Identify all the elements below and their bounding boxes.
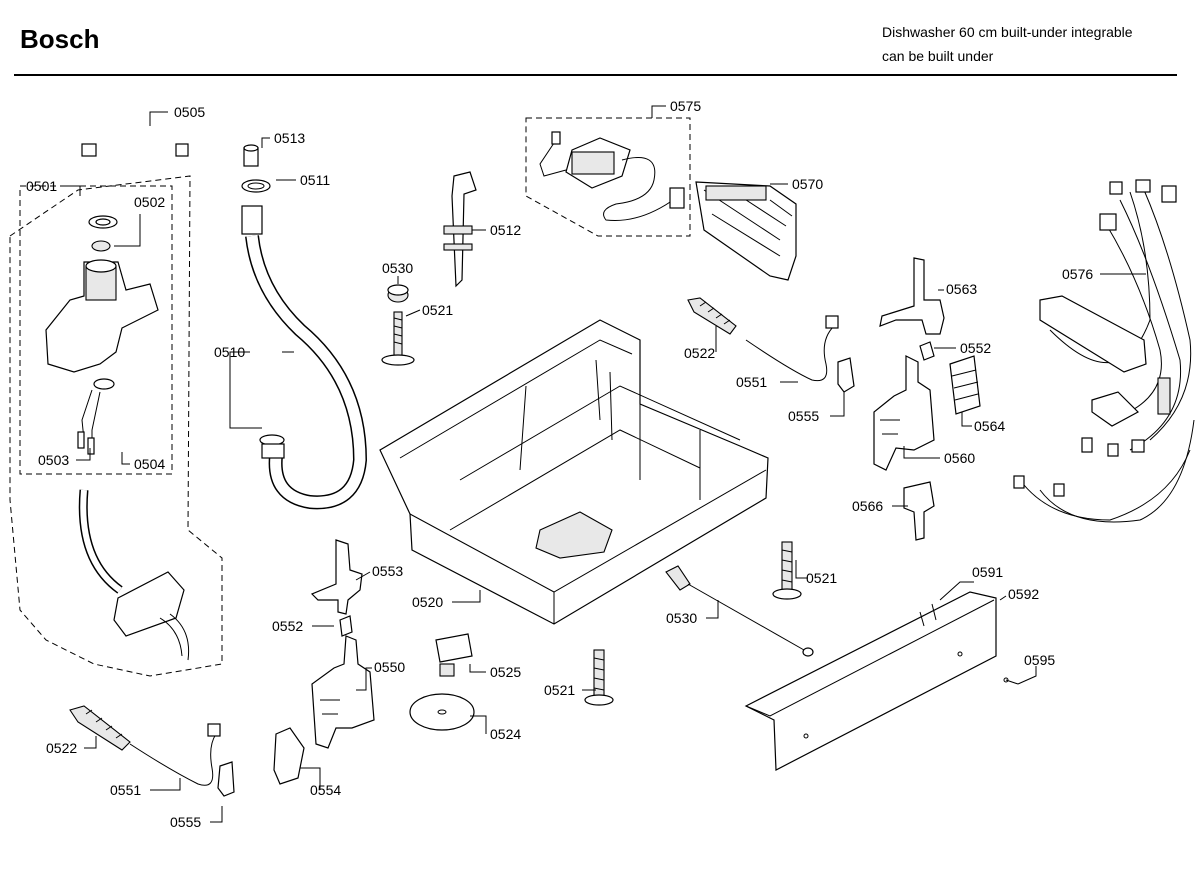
part-0522-spring-lower: [69, 705, 131, 751]
label-0563: 0563: [946, 281, 977, 297]
label-0513: 0513: [274, 130, 305, 146]
part-0521-foot-lower: [584, 649, 614, 706]
part-0575-pump-sensor: [539, 131, 685, 222]
part-0553-bracket: [310, 539, 363, 615]
part-0522-spring-upper: [687, 297, 737, 335]
part-0504-hose-assembly: [78, 489, 190, 661]
label-0530-lower: 0530: [666, 610, 697, 626]
label-0553: 0553: [372, 563, 403, 579]
part-0595-screw: [1003, 677, 1019, 685]
label-0504: 0504: [134, 456, 165, 472]
part-0521-foot-upper: [381, 311, 415, 366]
part-0505-inlet-hose: [81, 129, 189, 157]
part-0564-connector-block: [949, 355, 981, 415]
part-0520-base-tub: [379, 319, 769, 625]
group-outline-0504: [19, 185, 173, 475]
part-0513-cap: [243, 144, 259, 167]
label-0564: 0564: [974, 418, 1005, 434]
label-0510: 0510: [214, 344, 245, 360]
label-0552-lower: 0552: [272, 618, 303, 634]
label-0503: 0503: [38, 452, 69, 468]
part-0560-hinge: [873, 355, 935, 471]
label-0591: 0591: [972, 564, 1003, 580]
part-0530-nut-upper: [387, 284, 409, 303]
label-0522-lower: 0522: [46, 740, 77, 756]
part-number-labels: 0505 0513 0511 0501 0502 0510 0503 0504 …: [26, 98, 1093, 830]
label-0522-upper: 0522: [684, 345, 715, 361]
part-0570-control-module: [695, 181, 797, 281]
label-0554: 0554: [310, 782, 341, 798]
label-0555-lower: 0555: [170, 814, 201, 830]
label-0521-lower: 0521: [544, 682, 575, 698]
label-0576: 0576: [1062, 266, 1093, 282]
label-0551-lower: 0551: [110, 782, 141, 798]
part-0555-clip-upper: [837, 357, 855, 393]
part-0576-wiring-harness: [1013, 179, 1195, 523]
label-0521-middle: 0521: [806, 570, 837, 586]
label-0501: 0501: [26, 178, 57, 194]
label-0551-upper: 0551: [736, 374, 767, 390]
label-0560: 0560: [944, 450, 975, 466]
part-0552-clip-lower: [339, 615, 353, 637]
part-0563-hinge-bracket: [879, 257, 945, 335]
label-0512: 0512: [490, 222, 521, 238]
label-0505: 0505: [174, 104, 205, 120]
part-0524-disc: [409, 693, 475, 731]
part-0550-hinge: [311, 635, 375, 749]
part-0502-seal-ring: [88, 215, 118, 252]
label-0555-upper: 0555: [788, 408, 819, 424]
label-0521-upper: 0521: [422, 302, 453, 318]
label-0592: 0592: [1008, 586, 1039, 602]
label-0524: 0524: [490, 726, 521, 742]
part-0530-cable-lower: [665, 565, 814, 657]
part-0552-clip-upper: [919, 341, 935, 361]
part-0510-drain-hose: [241, 205, 368, 510]
part-0555-clip-lower: [217, 761, 235, 797]
label-0575: 0575: [670, 98, 701, 114]
brand-title: Bosch: [20, 24, 100, 54]
part-0591-0592-kick-plate: [744, 591, 997, 771]
leader-lines: [62, 105, 1146, 823]
label-0550: 0550: [374, 659, 405, 675]
part-0511-clamp: [241, 179, 271, 193]
part-0551-cable-upper: [745, 315, 839, 382]
model-description-sub: can be built under: [882, 48, 994, 64]
group-outline-0501: [9, 175, 223, 677]
label-0502: 0502: [134, 194, 165, 210]
part-0525-connector: [435, 633, 473, 677]
label-0511: 0511: [300, 172, 330, 188]
part-0501-inlet-valve: [45, 259, 159, 455]
part-0566-sensor: [903, 481, 935, 541]
label-0520: 0520: [412, 594, 443, 610]
part-0551-cable-lower: [129, 723, 221, 786]
label-0530-upper: 0530: [382, 260, 413, 276]
label-0552-upper: 0552: [960, 340, 991, 356]
label-0595: 0595: [1024, 652, 1055, 668]
label-0570: 0570: [792, 176, 823, 192]
part-0512-anchor-stake: [443, 171, 477, 288]
label-0525: 0525: [490, 664, 521, 680]
model-description: Dishwasher 60 cm built-under integrable: [882, 24, 1133, 40]
part-0554-bracket: [273, 727, 305, 785]
part-0521-foot-middle: [772, 541, 802, 600]
label-0566: 0566: [852, 498, 883, 514]
header-divider: [14, 74, 1177, 76]
